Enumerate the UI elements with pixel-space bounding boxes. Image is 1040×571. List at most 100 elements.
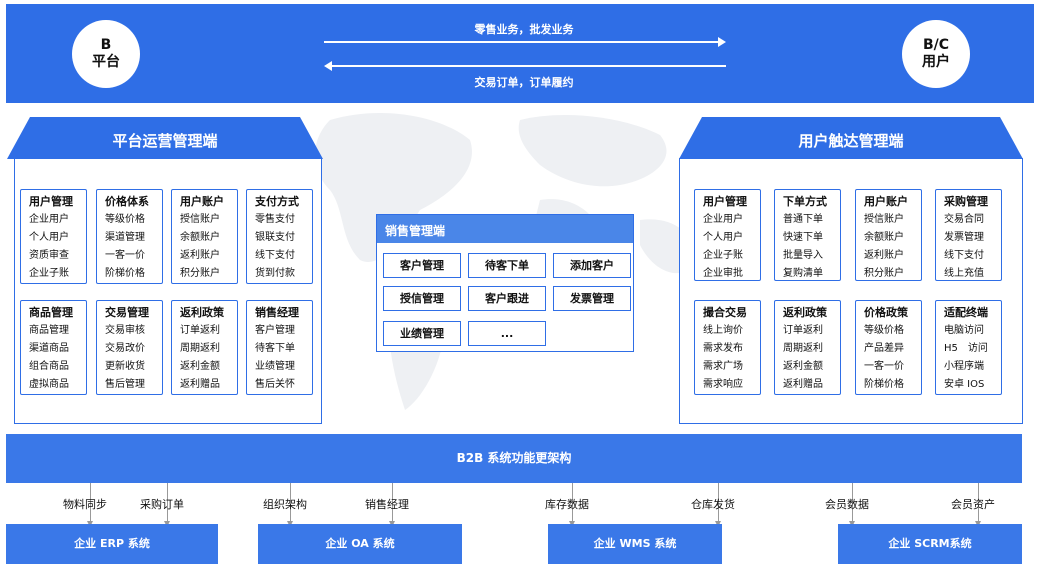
- sales-function-button[interactable]: 添加客户: [553, 253, 631, 278]
- module-card: 返利政策订单返利周期返利返利金额返利赠品: [171, 300, 238, 395]
- bc-user-node: B/C 用户: [902, 20, 970, 88]
- module-card: 采购管理交易合同发票管理线下支付线上充值: [935, 189, 1002, 281]
- sales-function-button[interactable]: 客户跟进: [468, 286, 546, 311]
- module-item: 周期返利: [783, 343, 823, 354]
- external-system-box: 企业 OA 系统: [258, 524, 462, 564]
- module-item: 渠道商品: [29, 343, 69, 354]
- connector-label: 物料同步: [63, 498, 107, 511]
- module-item: 返利账户: [864, 250, 904, 261]
- module-item: 交易审核: [105, 325, 145, 336]
- module-item: 批量导入: [783, 250, 823, 261]
- module-card: 撮合交易线上询价需求发布需求广场需求响应: [694, 300, 761, 395]
- module-item: 线上询价: [703, 325, 743, 336]
- module-title: 用户管理: [703, 195, 747, 208]
- arrow-left-icon: [324, 61, 726, 71]
- b-platform-label-1: B: [100, 37, 112, 53]
- module-card: 交易管理交易审核交易改价更新收货售后管理: [96, 300, 163, 395]
- module-item: 线下支付: [255, 250, 295, 261]
- module-title: 返利政策: [783, 306, 827, 319]
- module-card: 销售经理客户管理待客下单业绩管理售后关怀: [246, 300, 313, 395]
- module-item: 货到付款: [255, 268, 295, 279]
- module-item: 售后管理: [105, 379, 145, 390]
- module-item: 商品管理: [29, 325, 69, 336]
- platform-ops-title: 平台运营管理端: [112, 132, 218, 150]
- connector-label: 销售经理: [365, 498, 409, 511]
- module-item: 待客下单: [255, 343, 295, 354]
- platform-ops-roof: [7, 117, 323, 159]
- module-item: 安卓 IOS: [944, 379, 985, 390]
- module-item: 交易合同: [944, 214, 984, 225]
- module-item: 更新收货: [105, 361, 145, 372]
- external-system-box: 企业 WMS 系统: [548, 524, 722, 564]
- sales-function-button[interactable]: 授信管理: [383, 286, 461, 311]
- sales-function-button[interactable]: 发票管理: [553, 286, 631, 311]
- module-item: H5 访问: [944, 343, 988, 354]
- module-item: 发票管理: [944, 232, 984, 243]
- module-item: 资质审查: [29, 250, 69, 261]
- module-item: 售后关怀: [255, 379, 295, 390]
- b-platform-node: B 平台: [72, 20, 140, 88]
- b2b-architecture-bar: B2B 系统功能更架构: [6, 434, 1022, 483]
- module-title: 采购管理: [944, 195, 988, 208]
- arrow-bottom-label: 交易订单，订单履约: [474, 76, 574, 89]
- module-item: 产品差异: [864, 343, 904, 354]
- module-card: 用户管理企业用户个人用户企业子账企业审批: [694, 189, 761, 281]
- module-item: 一客一价: [105, 250, 145, 261]
- user-reach-roof: [679, 117, 1023, 159]
- module-item: 企业审批: [703, 268, 743, 279]
- module-card: 下单方式普通下单快速下单批量导入复购清单: [774, 189, 841, 281]
- module-item: 线上充值: [944, 268, 984, 279]
- connector-label: 采购订单: [140, 498, 184, 511]
- sales-function-button[interactable]: 待客下单: [468, 253, 546, 278]
- module-item: 企业子账: [29, 268, 69, 279]
- connector-label: 仓库发货: [691, 498, 735, 511]
- module-title: 下单方式: [783, 195, 827, 208]
- module-card: 用户账户授信账户余额账户返利账户积分账户: [171, 189, 238, 284]
- module-title: 适配终端: [944, 306, 988, 319]
- module-item: 积分账户: [180, 268, 220, 279]
- module-item: 个人用户: [29, 232, 69, 243]
- bc-user-label-1: B/C: [922, 37, 950, 53]
- module-item: 返利金额: [180, 361, 220, 372]
- module-item: 周期返利: [180, 343, 220, 354]
- module-title: 撮合交易: [703, 306, 747, 319]
- module-item: 企业子账: [703, 250, 743, 261]
- bc-user-label-2: 用户: [922, 54, 950, 70]
- sales-function-button[interactable]: 业绩管理: [383, 321, 461, 346]
- module-item: 需求广场: [703, 361, 743, 372]
- module-item: 授信账户: [864, 214, 904, 225]
- connector-label: 库存数据: [545, 498, 589, 511]
- module-item: 电脑访问: [944, 325, 984, 336]
- module-title: 用户账户: [180, 195, 224, 208]
- module-item: 需求响应: [703, 379, 743, 390]
- module-item: 渠道管理: [105, 232, 145, 243]
- module-item: 等级价格: [864, 325, 904, 336]
- module-card: 价格体系等级价格渠道管理一客一价阶梯价格: [96, 189, 163, 284]
- module-title: 用户账户: [864, 195, 908, 208]
- module-item: 普通下单: [783, 214, 823, 225]
- sales-management-title: 销售管理端: [377, 215, 633, 243]
- connector-label: 会员数据: [825, 498, 869, 511]
- module-title: 商品管理: [29, 306, 73, 319]
- module-item: 余额账户: [864, 232, 904, 243]
- sales-function-button[interactable]: ...: [468, 321, 546, 346]
- module-item: 订单返利: [783, 325, 823, 336]
- module-item: 阶梯价格: [864, 379, 904, 390]
- arrow-top-label: 零售业务，批发业务: [474, 23, 574, 36]
- sales-management-panel: 销售管理端 客户管理待客下单添加客户授信管理客户跟进发票管理业绩管理...: [376, 214, 634, 352]
- module-item: 零售支付: [255, 214, 295, 225]
- sales-function-button[interactable]: 客户管理: [383, 253, 461, 278]
- module-title: 交易管理: [105, 306, 149, 319]
- connector-label: 会员资产: [951, 498, 995, 511]
- module-title: 销售经理: [255, 306, 299, 319]
- b-platform-label-2: 平台: [92, 54, 120, 70]
- external-system-box: 企业 ERP 系统: [6, 524, 218, 564]
- module-item: 阶梯价格: [105, 268, 145, 279]
- module-item: 快速下单: [783, 232, 823, 243]
- module-item: 企业用户: [29, 214, 69, 225]
- module-card: 用户管理企业用户个人用户资质审查企业子账: [20, 189, 87, 284]
- module-item: 订单返利: [180, 325, 220, 336]
- module-item: 授信账户: [180, 214, 220, 225]
- module-card: 商品管理商品管理渠道商品组合商品虚拟商品: [20, 300, 87, 395]
- connector-label: 组织架构: [263, 498, 307, 511]
